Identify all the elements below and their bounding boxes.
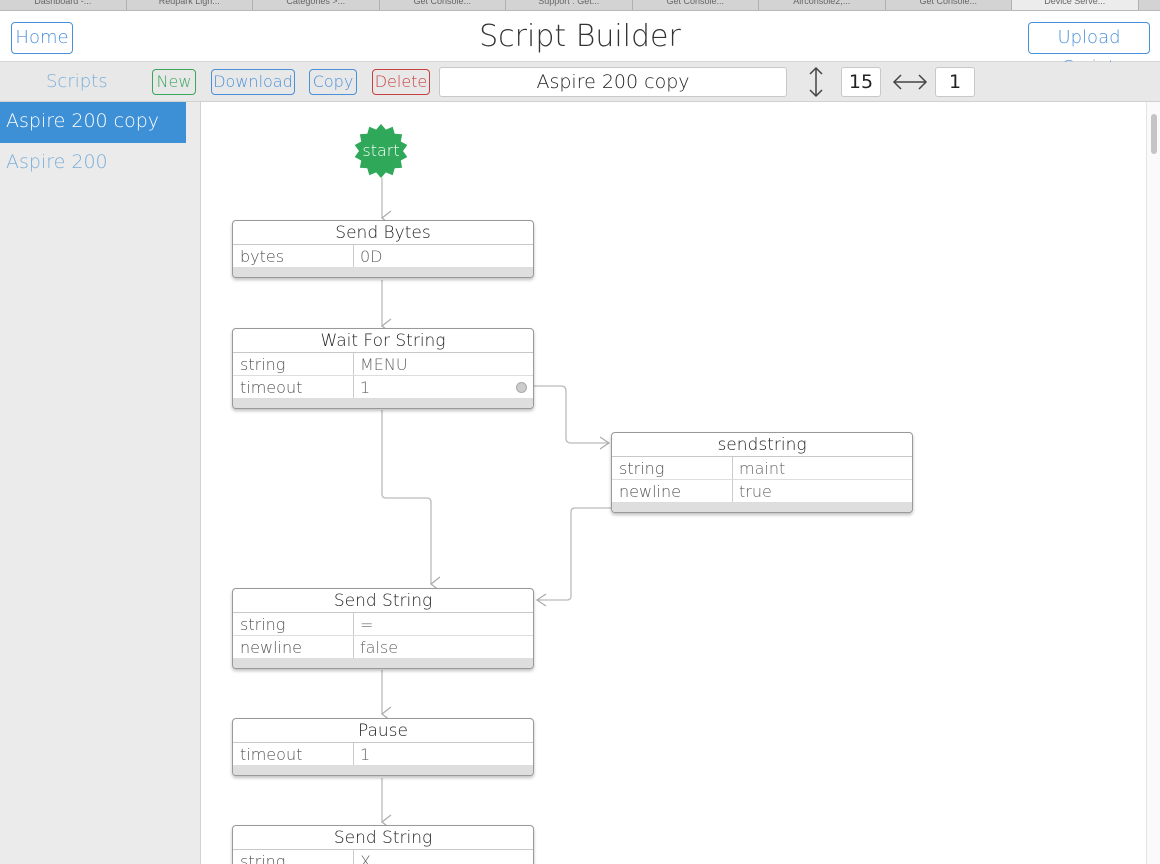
- param-value[interactable]: false: [360, 638, 399, 657]
- scrollbar-thumb[interactable]: [1151, 114, 1157, 154]
- browser-tab[interactable]: Redpark Ligh...: [127, 0, 253, 10]
- param-key: string: [612, 457, 733, 479]
- start-node-badge[interactable]: [353, 123, 409, 179]
- connection-lines: [381, 178, 611, 830]
- node-pause[interactable]: Pause timeout 1: [232, 718, 534, 776]
- node-title: Send Bytes: [233, 221, 533, 245]
- copy-button[interactable]: Copy: [309, 69, 357, 95]
- param-value[interactable]: 1: [360, 745, 371, 764]
- script-item-aspire-200-copy[interactable]: Aspire 200 copy: [0, 102, 186, 143]
- home-button[interactable]: Home: [11, 22, 73, 54]
- node-param-row: string X: [233, 850, 533, 864]
- param-value-with-port: 1: [354, 376, 533, 398]
- node-title: Wait For String: [233, 329, 533, 353]
- toolbar: Scripts New Download Copy Delete: [0, 62, 1160, 102]
- browser-tab[interactable]: Get Console...: [380, 0, 506, 10]
- link-timeout-to-sendstring: [525, 385, 609, 444]
- upload-script-button[interactable]: Upload Script: [1028, 22, 1150, 78]
- param-key: bytes: [233, 245, 354, 267]
- output-port-handle[interactable]: [516, 382, 527, 393]
- scripts-heading: Scripts: [46, 71, 108, 92]
- page-title: Script Builder: [479, 19, 681, 54]
- node-param-row: timeout 1: [233, 376, 533, 399]
- node-title: Send String: [233, 589, 533, 613]
- node-send-bytes[interactable]: Send Bytes bytes 0D: [232, 220, 534, 278]
- delete-button[interactable]: Delete: [372, 69, 430, 95]
- vertical-spacing-input[interactable]: [841, 67, 881, 97]
- vertical-spacing-icon: [809, 66, 823, 98]
- param-key: timeout: [233, 376, 354, 398]
- node-param-row: string maint: [612, 457, 912, 480]
- browser-tab[interactable]: Categories >...: [253, 0, 380, 10]
- param-key: newline: [233, 636, 354, 658]
- param-key: string: [233, 353, 354, 375]
- node-param-row: bytes 0D: [233, 245, 533, 268]
- param-value[interactable]: maint: [739, 459, 786, 478]
- flow-canvas[interactable]: start Send Bytes bytes 0D Wait For Strin…: [201, 102, 1146, 864]
- scripts-sidebar: Aspire 200 copy Aspire 200: [0, 102, 201, 864]
- param-key: string: [233, 613, 354, 635]
- node-param-row: string =: [233, 613, 533, 636]
- node-footer: [233, 766, 533, 775]
- browser-tab[interactable]: Dashboard -...: [0, 0, 127, 10]
- param-value[interactable]: 0D: [360, 247, 383, 266]
- browser-tab[interactable]: Get Console...: [886, 0, 1012, 10]
- horizontal-spacing-icon: [892, 74, 928, 90]
- new-tab-area[interactable]: [1139, 0, 1159, 10]
- node-footer: [233, 659, 533, 668]
- node-param-row: newline true: [612, 480, 912, 503]
- param-key: timeout: [233, 743, 354, 765]
- node-send-string-2[interactable]: Send String string X: [232, 825, 534, 864]
- param-value[interactable]: X: [360, 852, 371, 864]
- node-param-row: timeout 1: [233, 743, 533, 766]
- node-footer: [233, 268, 533, 277]
- app-header: Home Script Builder Upload Script: [0, 11, 1160, 78]
- param-key: newline: [612, 480, 733, 502]
- browser-tab[interactable]: Airconsole2,...: [759, 0, 886, 10]
- script-name-input[interactable]: [439, 67, 787, 97]
- browser-tab[interactable]: Support : Get...: [506, 0, 633, 10]
- canvas-scrollbar[interactable]: [1146, 102, 1160, 864]
- param-value[interactable]: MENU: [360, 355, 408, 374]
- link-wait-to-send-string: [381, 410, 441, 592]
- browser-tab-active[interactable]: Device Serve...: [1012, 0, 1139, 10]
- param-value[interactable]: 1: [360, 378, 371, 397]
- node-param-row: string MENU: [233, 353, 533, 376]
- node-footer: [612, 503, 912, 512]
- node-footer: [233, 399, 533, 408]
- param-value[interactable]: true: [739, 482, 772, 501]
- browser-tab[interactable]: Get Console...: [633, 0, 759, 10]
- node-send-string[interactable]: Send String string = newline false: [232, 588, 534, 669]
- node-title: sendstring: [612, 433, 912, 457]
- scripts-list: Aspire 200 copy Aspire 200: [0, 102, 186, 184]
- node-param-row: newline false: [233, 636, 533, 659]
- node-title: Pause: [233, 719, 533, 743]
- node-sendstring[interactable]: sendstring string maint newline true: [611, 432, 913, 513]
- param-key: string: [233, 850, 354, 864]
- node-wait-for-string[interactable]: Wait For String string MENU timeout 1: [232, 328, 534, 409]
- start-node-label: start: [362, 141, 400, 160]
- horizontal-spacing-input[interactable]: [935, 67, 975, 97]
- script-item-aspire-200[interactable]: Aspire 200: [6, 151, 108, 173]
- param-value[interactable]: =: [360, 615, 374, 634]
- download-button[interactable]: Download: [211, 69, 295, 95]
- browser-tab-strip: Dashboard -... Redpark Ligh... Categorie…: [0, 0, 1160, 11]
- new-script-button[interactable]: New: [152, 69, 196, 95]
- link-sendstring-to-send-string: [537, 507, 611, 601]
- node-title: Send String: [233, 826, 533, 850]
